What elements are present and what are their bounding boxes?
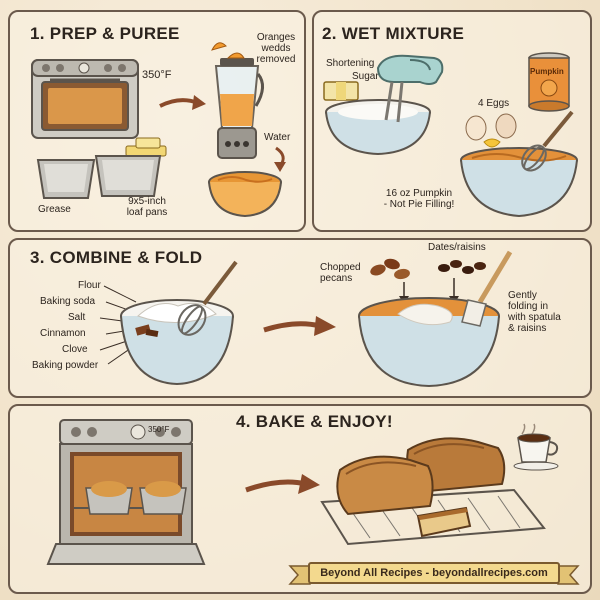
whisk-icon <box>521 110 574 172</box>
water-label: Water <box>264 132 291 143</box>
loaf-pans-label: 9x5-inch loaf pans <box>126 196 168 218</box>
flow-arrow <box>245 474 320 494</box>
step-title-4: 4. BAKE & ENJOY! <box>236 412 393 431</box>
footer-banner: Beyond All Recipes - beyondallrecipes.co… <box>308 562 560 584</box>
pumpkin-puree-bowl <box>208 171 282 218</box>
dry-ingredients-bowl <box>120 299 234 386</box>
whisk-icon <box>177 260 238 336</box>
fold-label: Gently folding in with spatula & raisins <box>508 290 561 334</box>
blender-illustration <box>214 58 264 159</box>
flow-arrow <box>263 316 336 336</box>
bake-oven-temp-label: 350°F <box>148 425 170 434</box>
pecans-label: Chopped pecans <box>320 262 361 284</box>
shortening-box-icon <box>323 81 359 101</box>
pumpkin-batter-bowl <box>460 147 578 218</box>
water-arrow <box>274 146 286 172</box>
ingredient-flour: Flour <box>78 280 101 291</box>
oven-illustration <box>31 59 139 139</box>
banner-ribbon-left <box>288 565 311 585</box>
orange-wedges-icon <box>211 42 245 59</box>
sugar-label: Sugar <box>352 71 379 82</box>
spatula-icon <box>461 250 513 327</box>
eggs-label: 4 Eggs <box>478 98 510 109</box>
oven-temp-label: 350°F <box>142 69 172 81</box>
coffee-cup-icon <box>513 423 559 471</box>
step-title-1: 1. PREP & PUREE <box>30 24 180 43</box>
pumpkin-can-label: Pumpkin <box>530 67 564 76</box>
grease-label: Grease <box>38 204 71 215</box>
pans-in-oven <box>85 481 187 515</box>
dates-raisins-icon <box>438 260 486 274</box>
dates-raisins-label: Dates/raisins <box>428 242 486 253</box>
step-title-2: 2. WET MIXTURE <box>322 24 465 43</box>
oranges-label: Oranges wedds removed <box>256 32 296 65</box>
shortening-label: Shortening <box>326 58 375 69</box>
ingredient-baking-powder: Baking powder <box>32 360 99 371</box>
pecans-icon <box>370 258 410 280</box>
step-title-3: 3. COMBINE & FOLD <box>30 248 203 267</box>
ingredient-salt: Salt <box>68 312 86 323</box>
loaf-pans-illustration <box>36 137 167 199</box>
pumpkin-can-icon <box>528 52 570 112</box>
pumpkin-note-label: 16 oz Pumpkin - Not Pie Filling! <box>383 188 455 210</box>
ingredient-baking-soda: Baking soda <box>40 296 96 307</box>
ingredient-clove: Clove <box>62 344 88 355</box>
eggs-icon <box>465 113 517 148</box>
combined-batter-bowl <box>358 297 500 388</box>
hand-mixer-icon <box>376 54 444 123</box>
flow-arrow <box>159 95 206 110</box>
ingredient-cinnamon: Cinnamon <box>40 328 86 339</box>
cooling-rack-bread <box>320 437 546 546</box>
